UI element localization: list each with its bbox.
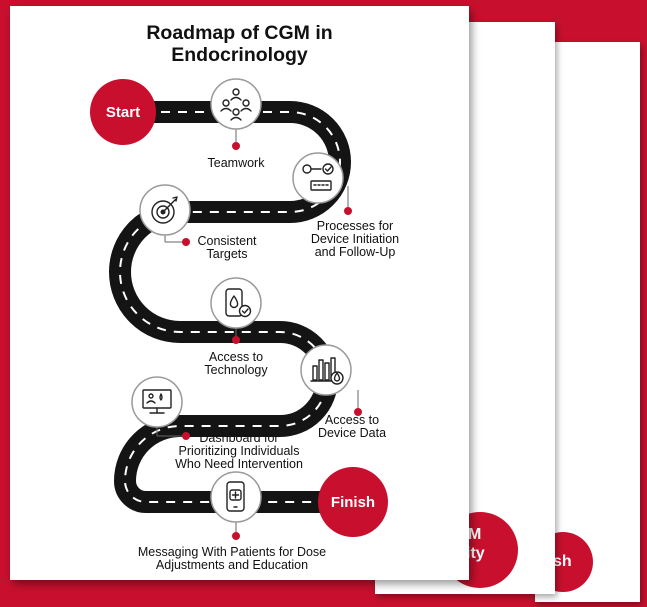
start-label: Start [106,104,140,121]
dot-teamwork [232,142,240,150]
target-icon [151,196,178,224]
dot-messaging [232,532,240,540]
step-label-line: Teamwork [207,156,265,170]
step-label-teamwork: Teamwork [208,157,265,170]
step-label-line: and Follow-Up [314,245,396,259]
step-label-line: Access to [324,413,380,427]
milestone-processes [292,152,344,204]
roadmap-sheet: Roadmap of CGM in Endocrinology Start Fi… [10,6,469,580]
dashboard-monitor-icon [142,389,172,414]
bar-chart-drop-icon [310,357,344,385]
sheet2-fragment-line1: M [468,526,482,543]
dot-device-data [354,408,362,416]
dot-dashboard [182,432,190,440]
dot-targets [182,238,190,246]
step-label-line: Prioritizing Individuals [178,444,300,458]
step-label-line: Who Need Intervention [175,457,303,471]
step-label-line: Access to [208,350,264,364]
step-label-device-data: Access to Device Data [318,414,386,440]
milestone-device-data [300,344,352,396]
start-badge [90,79,156,145]
milestone-dashboard [131,376,183,428]
device-process-icon [302,163,334,191]
step-label-line: Device Initiation [310,232,400,246]
step-label-line: Technology [204,363,268,377]
dot-technology [232,336,240,344]
step-label-line: Messaging With Patients for Dose [137,545,327,559]
title-line-2: Endocrinology [171,44,308,66]
milestone-technology [210,277,262,329]
step-label-dashboard: Dashboard for Prioritizing Individuals W… [175,432,303,471]
sheet3-fragment-text: sh [553,553,572,570]
connector-dots [182,142,362,540]
step-label-line: Dashboard for [199,431,279,445]
finish-badge [318,467,388,537]
dot-processes [344,207,352,215]
smartphone-drop-icon [225,288,252,318]
title-line-1: Roadmap of CGM in [146,22,333,44]
step-label-line: Device Data [317,426,387,440]
step-label-technology: Access to Technology [204,351,267,377]
roadmap-diagram: Start Finish [90,78,388,540]
phone-medical-message-icon [226,481,245,512]
diagram-title: Roadmap of CGM in Endocrinology [10,22,469,66]
milestone-teamwork [210,78,262,130]
step-label-targets: Consistent Targets [197,235,256,261]
sheet2-fragment-line2: ity [466,545,485,562]
step-label-processes: Processes for Device Initiation and Foll… [311,220,399,259]
step-label-messaging: Messaging With Patients for Dose Adjustm… [138,546,326,572]
step-label-line: Targets [206,247,248,261]
step-label-line: Consistent [197,234,257,248]
step-label-line: Adjustments and Education [155,558,309,572]
finish-label: Finish [331,494,375,511]
step-label-line: Processes for [316,219,394,233]
teamwork-people-icon [220,88,252,121]
